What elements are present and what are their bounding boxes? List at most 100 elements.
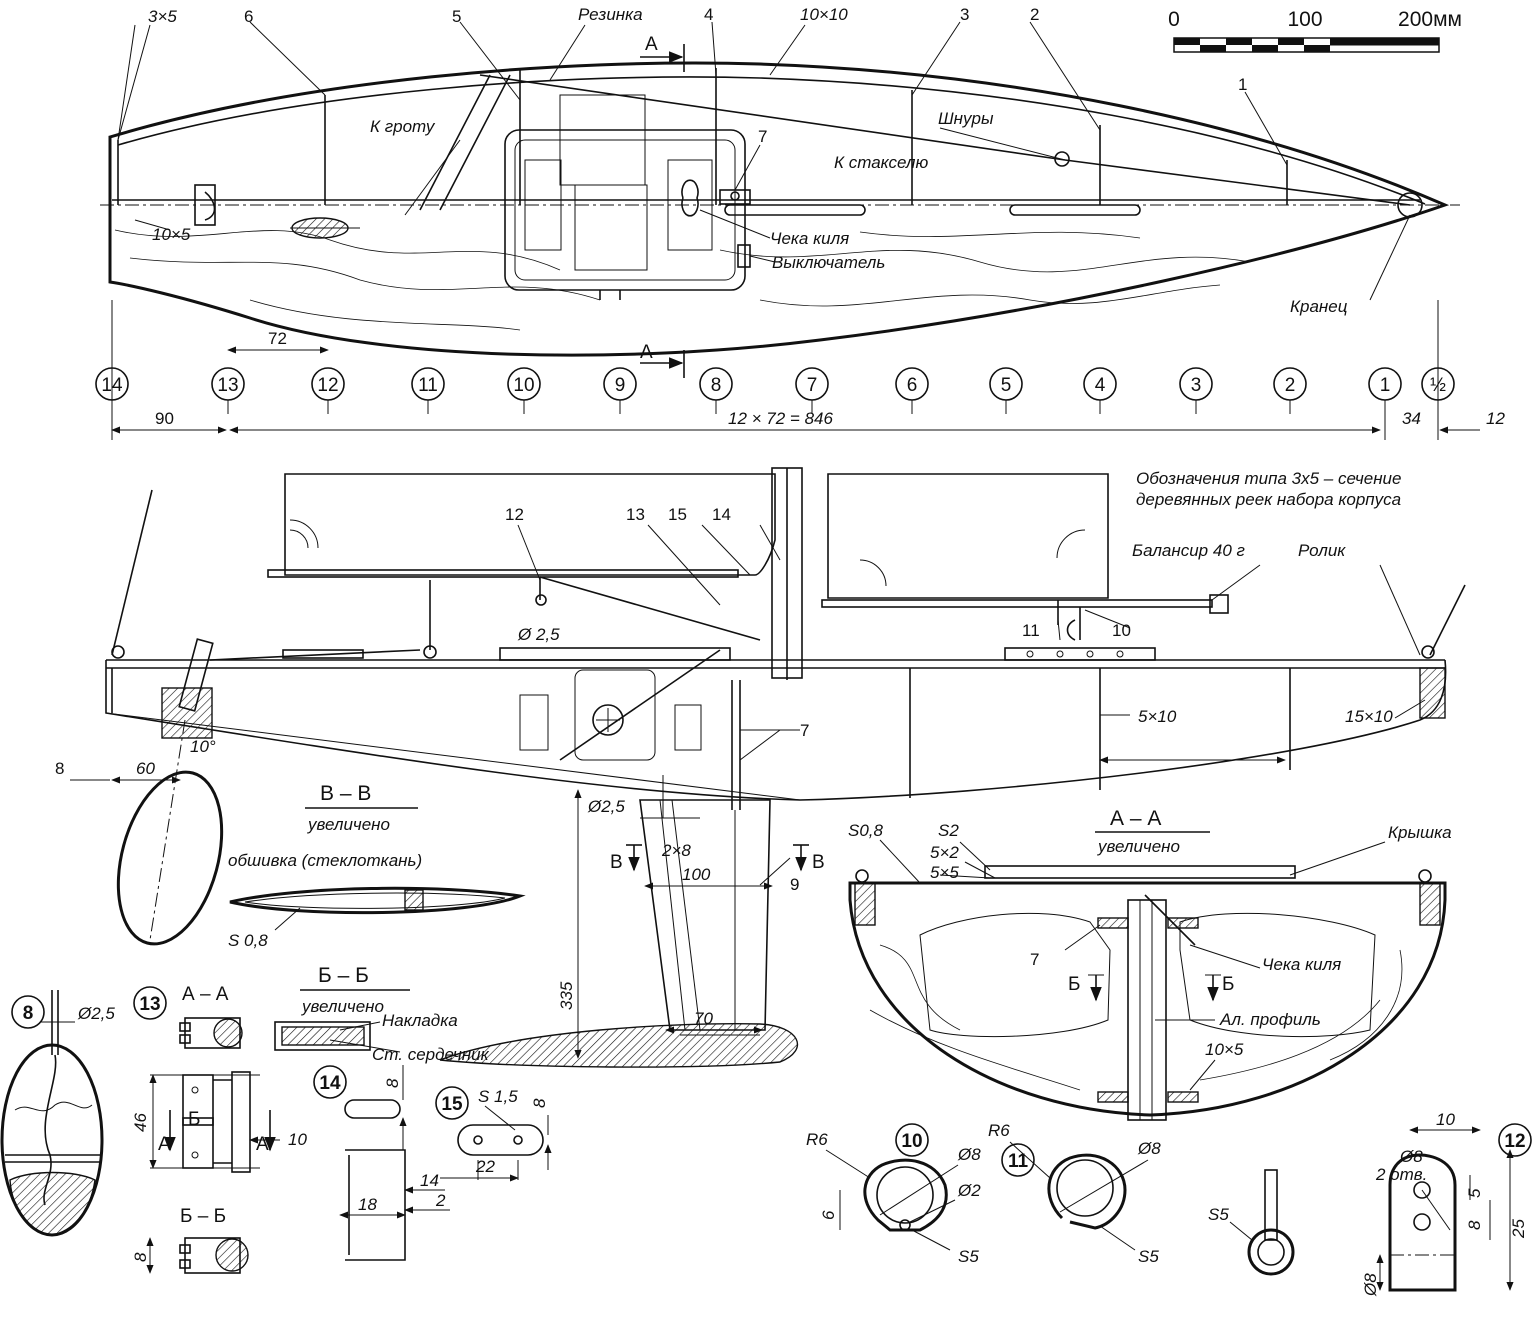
label-to-jib: К стакселю [834,153,928,172]
dim-34: 34 [1402,409,1421,428]
station-label: 13 [217,375,238,396]
station-label: 1 [1380,375,1391,396]
label-stem-15x10: 15×10 [1345,707,1393,726]
station-label: 7 [807,375,818,396]
label-fender: Кранец [1290,297,1348,316]
detail-eyelet-s5: S5 [1208,1205,1229,1224]
label-keel-height: 335 [557,981,576,1010]
sec-aa-s2: S2 [938,821,959,840]
part-14-side: 14 [712,505,731,524]
hull-plan-outline [108,61,1450,357]
sec-bb-core: Ст. сердечник [372,1045,490,1064]
sec-vv-skin: обшивка (стеклоткань) [228,851,422,870]
label-cords: Шнуры [938,109,994,128]
part-9-side: 9 [790,875,799,894]
detail-15-22: 22 [475,1157,495,1176]
label-3x5: 3×5 [148,7,177,26]
rib-6: 6 [244,7,253,26]
detail-13-sec-bb: Б – Б [180,1206,226,1227]
label-rudder-angle: 10° [190,737,216,756]
detail-15: 15 S 1,5 22 8 [435,1086,552,1182]
detail-11-s5: S5 [1138,1247,1159,1266]
label-switch: Выключатель [772,253,885,272]
rib-1: 1 [1238,75,1247,94]
rib-5: 5 [452,7,461,26]
label-10x5: 10×5 [152,225,191,244]
detail-10-d8: Ø8 [957,1145,981,1164]
jib-sail [827,473,1109,599]
sec-a-top: А [645,34,658,55]
dim-12: 12 [1486,409,1505,428]
label-to-main: К гроту [370,117,436,136]
detail-15-num: 15 [441,1094,463,1115]
dim-72: 72 [268,329,287,348]
detail-11: 11 R6 Ø8 S5 [988,1121,1161,1266]
keel-fin [639,799,771,1031]
label-10x10: 10×10 [800,5,848,24]
detail-10-r6: R6 [806,1130,828,1149]
label-keel-pin: Чека киля [770,229,849,248]
sec-aa-title: А – А [1110,807,1161,830]
sec-b-right: В [812,852,825,873]
sec-bb-overlay: Накладка [382,1011,458,1030]
station-label: 6 [907,375,918,396]
label-pin-2x8: 2×8 [661,841,691,860]
detail-13-8: 8 [131,1252,150,1262]
dim-90: 90 [155,409,174,428]
sec-aa-subtitle: увеличено [1097,837,1180,856]
sec-bb-subtitle: увеличено [301,997,384,1016]
part-7-side: 7 [800,721,809,740]
main-sail [284,473,776,576]
station-label: 11 [418,375,438,396]
label-keel-chord: 100 [682,865,711,884]
section-aa-main: А – А увеличено S [848,807,1452,1121]
detail-12: 12 10 Ø8 2 отв. 5 8 25 Ø8 [1361,1110,1532,1297]
station-label: 4 [1095,375,1106,396]
detail-8-dia: Ø2,5 [77,1004,115,1023]
detail-12-25: 25 [1509,1219,1528,1239]
dim-846: 12 × 72 = 846 [728,409,833,428]
detail-14-14: 14 [420,1171,439,1190]
detail-15-thickness: S 1,5 [478,1087,518,1106]
label-rubber: Резинка [578,5,643,24]
part-11-side: 11 [1022,621,1040,640]
station-label: 5 [1001,375,1012,396]
detail-12-10: 10 [1436,1110,1455,1129]
detail-12-d8b: Ø8 [1361,1273,1380,1297]
sec-aa-10x5: 10×5 [1205,1040,1244,1059]
detail-10-s5: S5 [958,1247,979,1266]
detail-8-num: 8 [23,1003,34,1024]
sec-vv-title: В – В [320,782,371,805]
detail-13-b-mid: Б [188,1109,200,1130]
label-roller: Ролик [1298,541,1346,560]
detail-13-num: 13 [139,994,160,1015]
station-label: 3 [1191,375,1202,396]
part-10-side: 10 [1112,621,1131,640]
label-bulb-len: 70 [694,1009,713,1028]
station-label: 2 [1285,375,1296,396]
detail-eyelet: S5 [1208,1169,1295,1276]
sec-vv-thickness: S 0,8 [228,931,268,950]
section-bb: Б – Б увеличено Накладка Ст. сердечник [274,964,490,1064]
detail-13-10: 10 [288,1130,307,1149]
station-label: 12 [317,375,338,396]
detail-13-a-right: А [256,1134,269,1155]
sec-aa-s08: S0,8 [848,821,884,840]
sec-a-bottom: А [640,342,653,363]
detail-13-sec-aa: А – А [182,984,229,1005]
detail-12-num: 12 [1504,1131,1525,1152]
sec-aa-5x5: 5×5 [930,863,959,882]
sec-aa-alu: Ал. профиль [1219,1010,1321,1029]
part-13-side: 13 [626,505,645,524]
sec-aa-keel-pin: Чека киля [1262,955,1341,974]
detail-10: 10 R6 Ø8 Ø2 6 S5 [806,1123,981,1266]
sec-aa-5x2: 5×2 [930,843,959,862]
side-view: Обозначения типа 3х5 – сечение деревянны… [55,467,1466,1068]
detail-11-d8: Ø8 [1137,1139,1161,1158]
sec-aa-b-right: Б [1222,974,1234,995]
sec-vv-subtitle: увеличено [307,815,390,834]
detail-11-r6: R6 [988,1121,1010,1140]
